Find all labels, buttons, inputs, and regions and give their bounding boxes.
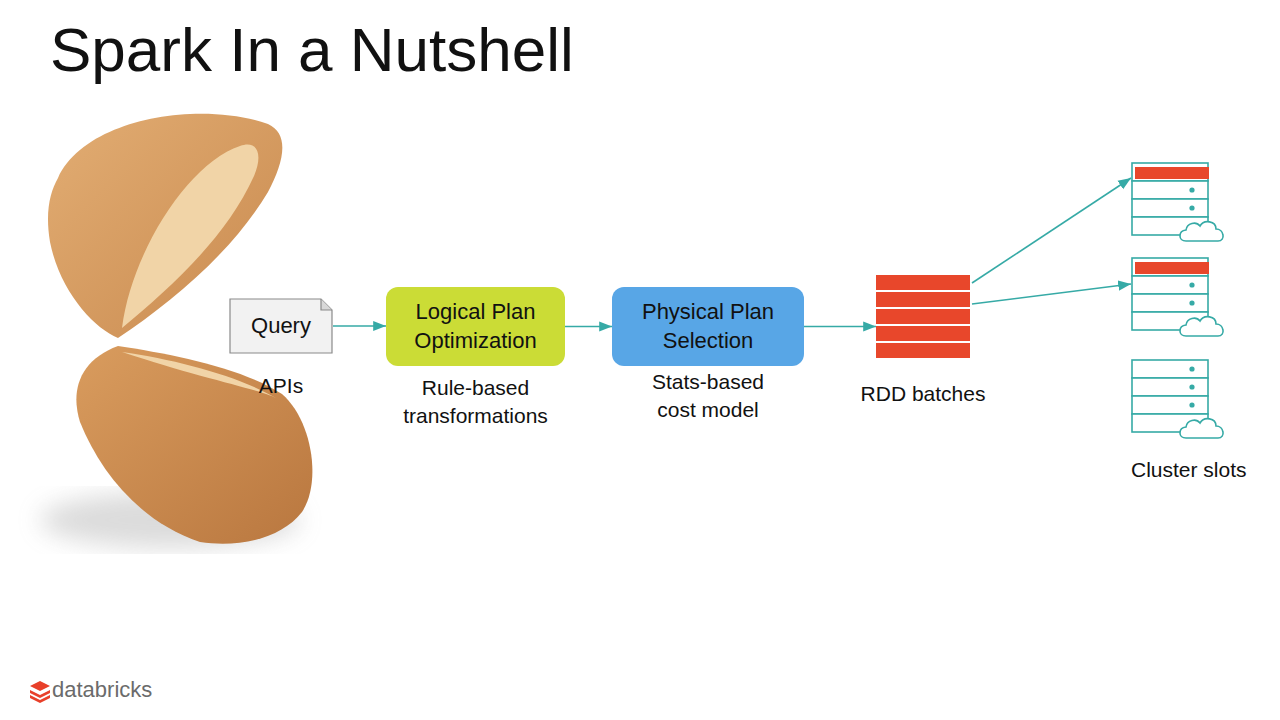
logo-text: databricks (52, 677, 152, 703)
title: Spark In a Nutshell (50, 14, 574, 85)
cluster-label: Cluster slots (1131, 458, 1247, 482)
server-icon (1132, 258, 1223, 336)
logical-plan-box: Logical Plan OptimizationRule-based tran… (386, 287, 565, 366)
node-outline (876, 275, 970, 358)
node-shape: Physical Plan Selection (612, 287, 804, 366)
rounded-box (386, 287, 565, 366)
flow-arrow (565, 326, 612, 328)
batch-bar (876, 292, 970, 307)
box-text: Physical Plan Selection (612, 298, 804, 355)
box-text: Query (241, 312, 321, 341)
node-shape: Query (229, 298, 333, 354)
query-box: QueryAPIs (229, 298, 333, 354)
physical-plan-box: Physical Plan SelectionStats-based cost … (612, 287, 804, 366)
flow-arrow (333, 325, 386, 327)
rdd-batches: RDD batches (876, 275, 970, 358)
caption-text: Rule-based transformations (381, 374, 571, 431)
caption-text: RDD batches (843, 380, 1003, 408)
flow-arrow (804, 326, 876, 328)
server-icon (1132, 163, 1223, 241)
dispatch-arrow (972, 178, 1131, 283)
node-outline (386, 287, 565, 366)
caption-text: APIs (221, 372, 341, 400)
note-outline (230, 299, 332, 353)
note-fold (321, 299, 332, 310)
rounded-box (612, 287, 804, 366)
node-shape: Logical Plan Optimization (386, 287, 565, 366)
logo-icon (30, 681, 50, 703)
dispatch-arrow (972, 284, 1131, 304)
node-outline (612, 287, 804, 366)
batch-bar (876, 309, 970, 324)
box-text: Logical Plan Optimization (386, 298, 565, 355)
server-icon (1132, 360, 1223, 438)
batch-bar (876, 326, 970, 341)
caption-text: Stats-based cost model (633, 368, 783, 425)
node-shape (876, 275, 970, 358)
batch-bar (876, 343, 970, 358)
batch-bar (876, 275, 970, 290)
